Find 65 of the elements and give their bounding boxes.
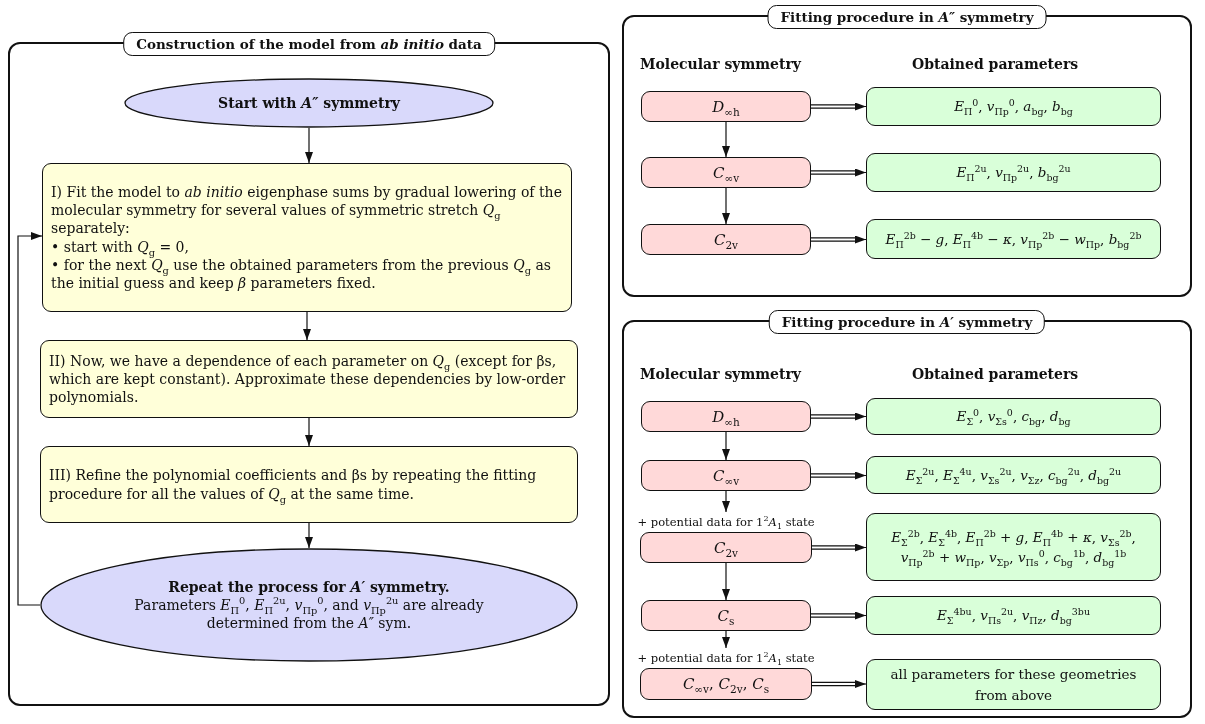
process-box <box>40 446 578 523</box>
process-box <box>40 340 578 418</box>
symmetry-box <box>641 460 811 491</box>
symmetry-label: D$_{∞h}$ <box>712 407 740 426</box>
symmetry-label: D$_{∞h}$ <box>712 97 740 116</box>
arrow <box>305 127 313 164</box>
step-text: II) Now, we have a dependence of each parameter on Q$_{g}$ (except for βs, which are kept constant). Approximate these dependencies by low-order polynomials. <box>49 351 567 407</box>
symmetry-label: C$_{2v}$ <box>713 538 739 557</box>
node-heading: Start with A″ symmetry <box>218 93 400 113</box>
symmetry-label: C$_{2v}$ <box>713 230 739 249</box>
symmetry-box <box>641 401 811 432</box>
column-heading: Molecular symmetry <box>640 366 801 382</box>
parameter-box <box>866 219 1161 259</box>
node-heading: Repeat the process for A′ symmetry. <box>168 577 450 596</box>
arrow <box>722 431 730 461</box>
symmetry-box <box>641 600 811 631</box>
arrow <box>722 121 730 158</box>
arrow <box>722 630 730 649</box>
symmetry-label: C$_{∞v}$ <box>712 163 740 182</box>
arrow <box>303 311 311 341</box>
panel-title: Fitting procedure in A″ symmetry <box>767 5 1047 29</box>
arrow <box>305 522 313 549</box>
parameter-box <box>866 87 1161 126</box>
column-heading: Molecular symmetry <box>640 56 801 72</box>
symmetry-label: C$_{∞v}$, C$_{2v}$, C$_{s}$ <box>682 675 770 693</box>
ellipse-node <box>40 548 578 662</box>
parameter-box <box>866 513 1161 581</box>
arrow <box>722 187 730 225</box>
parameter-box <box>866 659 1161 710</box>
arrow <box>811 680 867 688</box>
column-heading: Obtained parameters <box>912 366 1079 382</box>
arrow <box>810 168 867 177</box>
panel-title: Construction of the model from ab initio data <box>123 32 495 56</box>
parameter-box <box>866 456 1161 494</box>
annotation-text: + potential data for 1$^{2}$A$_{1}$ state <box>637 513 815 532</box>
symmetry-box <box>641 157 811 188</box>
parameter-list: all parameters for these geometries from above <box>875 664 1152 705</box>
arrow <box>810 412 867 421</box>
node-text: Parameters E$_{Π}$$^{0}$, E$_{Π}$$^{2u}$, v$_{Πp}$$^{0}$, and v$_{Πp}$$^{2u}$ are already determined from the A″ sym. <box>133 595 485 633</box>
arrow <box>810 102 867 111</box>
arrow <box>811 543 867 552</box>
arrow <box>810 611 867 620</box>
parameter-box <box>866 596 1161 635</box>
parameter-list: E$_{Σ}$$^{0}$, v$_{Σs}$$^{0}$, c$_{bg}$, d$_{bg}$ <box>956 406 1071 427</box>
symmetry-box <box>641 91 811 122</box>
parameter-list: E$_{Π}$$^{0}$, v$_{Πp}$$^{0}$, a$_{bg}$, b$_{bg}$ <box>954 96 1073 117</box>
column-heading: Obtained parameters <box>912 56 1079 72</box>
step-text: I) Fit the model to ab initio eigenphase sums by gradual lowering of the molecular symmetry for several values of symmetric stretch Q$_{g}$ separately: <box>51 182 563 238</box>
arrow <box>305 417 313 447</box>
arrow <box>722 562 730 601</box>
panel-title: Fitting procedure in A′ symmetry <box>768 310 1046 334</box>
process-box <box>42 163 572 312</box>
annotation-text: + potential data for 1$^{2}$A$_{1}$ state <box>637 649 815 668</box>
step-text: • start with Q$_{g}$ = 0, <box>51 237 190 256</box>
arrow <box>810 235 867 244</box>
arrow <box>17 232 43 606</box>
step-text: III) Refine the polynomial coefficients and βs by repeating the fitting procedure for all the values of Q$_{g}$ at the same time. <box>49 466 538 503</box>
parameter-box <box>866 398 1161 435</box>
symmetry-label: C$_{∞v}$ <box>712 466 740 485</box>
parameter-box <box>866 153 1161 192</box>
symmetry-box <box>641 224 811 255</box>
arrow <box>722 490 730 513</box>
symmetry-label: C$_{s}$ <box>717 606 735 625</box>
arrow <box>810 471 867 480</box>
ellipse-node <box>124 78 494 128</box>
